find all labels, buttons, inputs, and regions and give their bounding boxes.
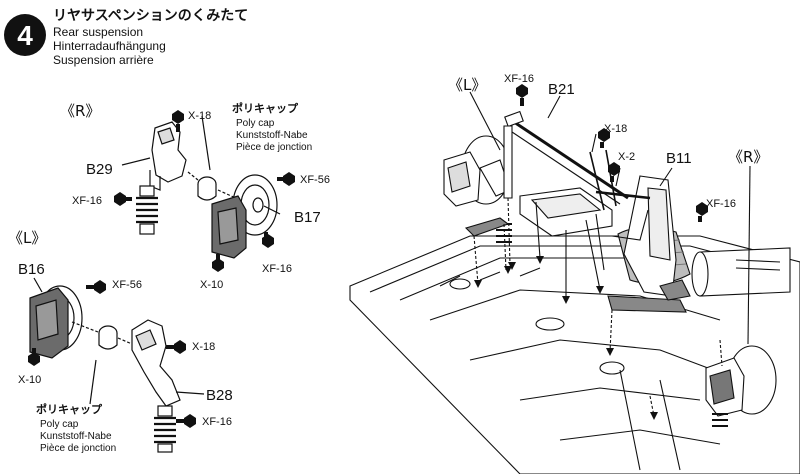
- assembly-arrows: [474, 256, 658, 420]
- screw-label-x18-l: X-18: [192, 341, 215, 353]
- screw-icons-left: [28, 280, 196, 428]
- screw-label-x2: X-2: [618, 151, 635, 163]
- screw-label-x18: X-18: [188, 110, 211, 122]
- part-label-b17: B17: [294, 209, 321, 226]
- poly-cap-en-bottom: Poly cap: [40, 419, 79, 430]
- chassis-right-label: 《R》: [728, 148, 768, 166]
- screw-icon: [172, 110, 184, 132]
- part-label-b28: B28: [206, 387, 233, 404]
- screw-icons-chassis: [516, 84, 708, 222]
- screw-icon: [212, 254, 224, 272]
- poly-cap-jp-bottom: ポリキャップ: [36, 402, 103, 416]
- shock-absorber-r: [136, 185, 158, 235]
- poly-cap-de-top: Kunststoff-Nabe: [236, 130, 308, 141]
- screw-label-xf16: XF-16: [72, 195, 102, 207]
- shock-absorber-l: [154, 405, 176, 453]
- poly-cap-en-top: Poly cap: [236, 118, 275, 129]
- motor: [699, 247, 791, 297]
- left-side-labels: B16 XF-56 X-10 X-18 B28 XF-16 ポリキャップ Pol…: [18, 261, 233, 454]
- screw-label-x18-chassis: X-18: [604, 123, 627, 135]
- chassis-assembly: [349, 91, 800, 474]
- left-side-label: 《L》: [8, 229, 46, 247]
- screw-label-xf16-top: XF-16: [504, 73, 534, 85]
- screw-icon: [598, 128, 610, 148]
- screw-label-xf16b: XF-16: [262, 263, 292, 275]
- lower-arm-l: [464, 217, 510, 237]
- step-number: 4: [17, 20, 33, 51]
- poly-cap-fr-top: Pièce de jonction: [236, 142, 312, 153]
- screw-icon: [114, 192, 132, 206]
- screw-label-xf56-l: XF-56: [112, 279, 142, 291]
- screw-icon: [608, 162, 620, 182]
- poly-cap-jp-top: ポリキャップ: [232, 101, 299, 115]
- screw-icon: [277, 172, 295, 186]
- part-label-b16: B16: [18, 261, 45, 278]
- poly-cap-de-bottom: Kunststoff-Nabe: [40, 431, 112, 442]
- screw-icon: [176, 414, 196, 428]
- chassis-labels: 《L》 《R》 XF-16 B21 X-18 X-2 B11 XF-16: [448, 73, 768, 210]
- step-title-fr: Suspension arrière: [53, 53, 154, 67]
- screw-icons-right: [114, 110, 295, 272]
- step-title-jp: リヤサスペンションのくみたて: [53, 8, 248, 24]
- step-title-en: Rear suspension: [53, 25, 143, 39]
- screw-icon: [696, 202, 708, 222]
- step-header: 4 リヤサスペンションのくみたて Rear suspension Hinterr…: [4, 8, 248, 67]
- screw-icon: [28, 348, 40, 366]
- right-side-labels: X-18 B29 XF-16 XF-56 B17 X-10 XF-16 ポリキャ…: [72, 101, 330, 291]
- part-label-b29: B29: [86, 161, 113, 178]
- screw-icon: [86, 280, 106, 294]
- screw-label-xf56: XF-56: [300, 174, 330, 186]
- screw-icon: [262, 232, 274, 248]
- poly-cap-fr-bottom: Pièce de jonction: [40, 443, 116, 454]
- step-title-de: Hinterradaufhängung: [53, 39, 166, 53]
- chassis-left-label: 《L》: [448, 76, 486, 94]
- part-label-b21: B21: [548, 81, 575, 98]
- step-number-badge: [4, 14, 46, 56]
- screw-label-x10-l: X-10: [18, 374, 41, 386]
- screw-icon: [516, 84, 528, 106]
- shaft-b21: [513, 120, 629, 200]
- screw-label-xf16-right: XF-16: [706, 198, 736, 210]
- screw-icon: [166, 340, 186, 354]
- screw-label-xf16-l: XF-16: [202, 416, 232, 428]
- screw-label-x10: X-10: [200, 279, 223, 291]
- right-side-label: 《R》: [60, 102, 100, 120]
- left-side-assembly: 《L》: [8, 229, 205, 453]
- part-label-b11: B11: [666, 150, 692, 167]
- upright-b28: [131, 319, 181, 407]
